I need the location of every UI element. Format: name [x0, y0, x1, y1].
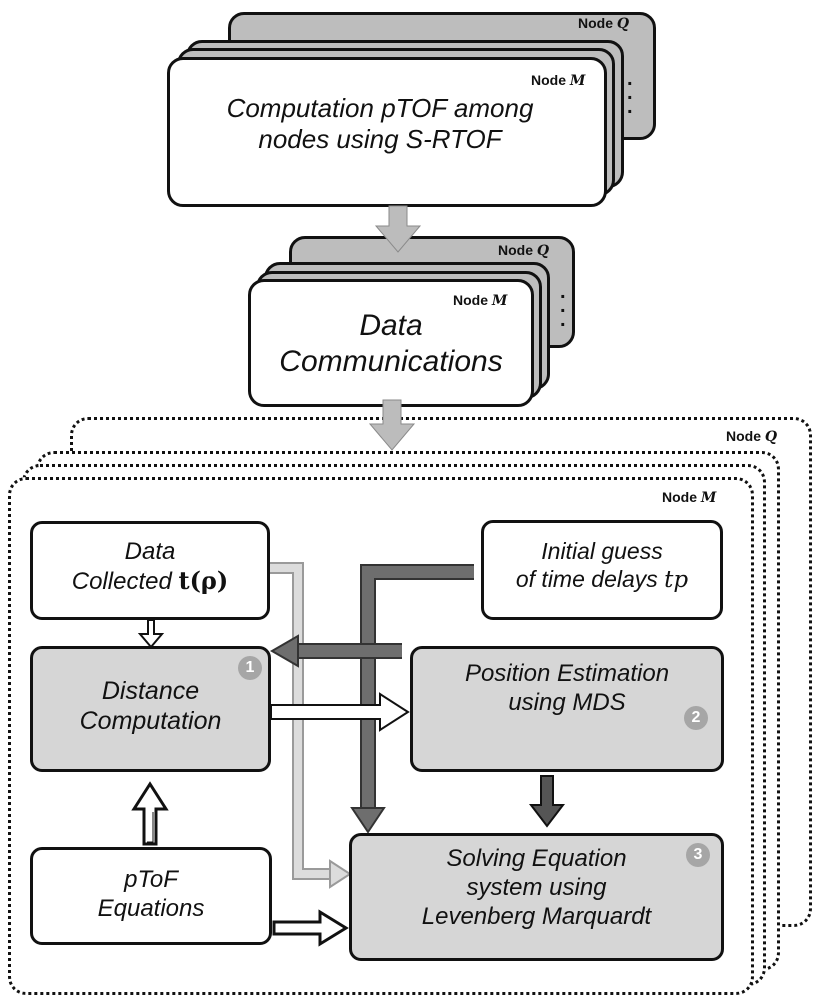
arrow-position-to-solving: [528, 775, 566, 828]
top-title-line2: nodes using S-RTOF: [258, 124, 502, 155]
initial-guess-line1: Initial guess: [541, 538, 663, 564]
middle-node-q-label: Node Q: [498, 242, 550, 259]
arrow-ptof-to-distance: [131, 781, 169, 846]
ptof-equations-block: [30, 847, 272, 945]
data-collected-text: Data Collected t(ρ): [32, 538, 268, 597]
distance-line2: Computation: [79, 707, 222, 735]
initial-guess-math: tp: [664, 566, 689, 593]
position-step-badge: 2: [684, 706, 708, 730]
top-continuation-dots: ...: [627, 68, 633, 118]
solving-step-badge: 3: [686, 843, 710, 867]
arrow-ptof-to-solving: [272, 909, 349, 947]
solving-line3: Levenberg Marquardt: [421, 902, 652, 930]
solving-line1: Solving Equation: [446, 845, 627, 872]
position-line1: Position Estimation: [464, 660, 670, 687]
arrow-middle-to-outer: [368, 399, 416, 451]
solving-equation-text: Solving Equation system using Levenberg …: [351, 845, 722, 931]
top-stack-front: [167, 57, 607, 207]
top-title: Computation pTOF among nodes using S-RTO…: [170, 93, 590, 155]
outer-node-m-label: Node M: [662, 489, 717, 506]
position-estimation-text: Position Estimation using MDS: [412, 660, 722, 718]
arrow-top-to-middle: [374, 205, 422, 253]
ptof-line2: Equations: [97, 894, 205, 922]
middle-title-line1: Data: [359, 309, 423, 342]
arrow-data-to-distance: [137, 619, 165, 649]
distance-computation-text: Distance Computation: [32, 676, 269, 736]
middle-title: Data Communications: [250, 308, 532, 380]
data-collected-line1: Data: [124, 538, 176, 565]
position-estimation-block: [410, 646, 724, 772]
ptof-equations-text: pToF Equations: [32, 866, 270, 924]
initial-guess-block: [481, 520, 723, 620]
middle-continuation-dots: ...: [560, 281, 566, 331]
solving-equation-block: [349, 833, 724, 961]
top-title-line1: Computation pTOF among: [226, 93, 534, 123]
ptof-line1: pToF: [124, 866, 178, 893]
distance-computation-block: [30, 646, 271, 772]
top-node-m-label: Node M: [531, 72, 586, 89]
data-collected-line2-prefix: Collected: [71, 567, 179, 595]
initial-guess-line2-prefix: of time delays: [515, 565, 665, 592]
data-collected-line2: Collected t(ρ): [32, 565, 268, 597]
outer-node-q-label: Node Q: [726, 428, 778, 445]
top-node-q-label: Node Q: [578, 15, 630, 32]
initial-guess-line2: of time delays tp: [483, 566, 721, 595]
distance-line1: Distance: [101, 677, 200, 705]
middle-title-line2: Communications: [279, 345, 503, 378]
data-collected-block: [30, 521, 270, 620]
position-line2: using MDS: [508, 688, 626, 716]
middle-node-m-label: Node M: [453, 292, 508, 309]
data-collected-math: t(ρ): [178, 565, 229, 595]
initial-guess-text: Initial guess of time delays tp: [483, 538, 721, 594]
solving-line2: system using: [466, 873, 607, 901]
distance-step-badge: 1: [238, 656, 262, 680]
arrow-distance-to-position: [270, 692, 410, 732]
